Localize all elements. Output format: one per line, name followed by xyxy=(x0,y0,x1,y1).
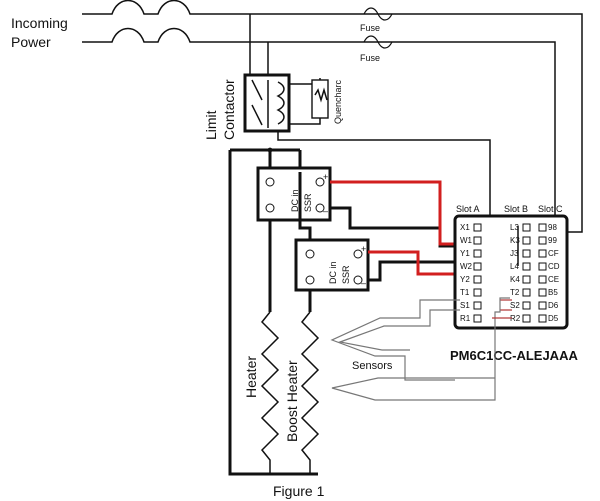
ssr-2-minus: – xyxy=(361,278,366,288)
svg-text:S1: S1 xyxy=(460,301,470,310)
part-number: PM6C1CC-ALEJAAA xyxy=(450,348,578,363)
quencharc-label: Quencharc xyxy=(333,79,343,124)
sensor-wiring xyxy=(330,297,512,401)
ssr-1-ssr-label: SSR xyxy=(303,193,313,212)
ssr-2-dc-label: DC in xyxy=(328,261,338,284)
svg-text:T1: T1 xyxy=(460,288,470,297)
ssr-1-plus: + xyxy=(323,172,328,182)
controller: Slot A Slot B Slot C X1 W1 Y1 W2 Y2 T1 S… xyxy=(453,204,569,330)
svg-text:R1: R1 xyxy=(460,314,471,323)
fuse-bottom: Fuse xyxy=(360,35,393,63)
svg-text:L4: L4 xyxy=(510,262,519,271)
figure-caption: Figure 1 xyxy=(273,483,325,499)
svg-text:K4: K4 xyxy=(510,275,520,284)
svg-text:D6: D6 xyxy=(548,301,559,310)
slot-c-label: Slot C xyxy=(538,204,563,214)
fuse-bottom-label: Fuse xyxy=(360,53,380,63)
fuse-top-label: Fuse xyxy=(360,23,380,33)
incoming-power-lines xyxy=(82,0,583,243)
boost-heater-label: Boost Heater xyxy=(284,360,300,442)
svg-text:K3: K3 xyxy=(510,236,520,245)
svg-text:99: 99 xyxy=(548,236,557,245)
svg-text:S2: S2 xyxy=(510,301,520,310)
slot-b-label: Slot B xyxy=(504,204,528,214)
heater: Heater xyxy=(243,311,280,474)
svg-text:CD: CD xyxy=(548,262,560,271)
incoming-power-label-1: Incoming xyxy=(11,15,68,31)
limit-contactor: Limit Contactor xyxy=(203,73,291,140)
ssr-2: DC in SSR + – xyxy=(294,238,370,292)
svg-text:D5: D5 xyxy=(548,314,559,323)
ssr-1-dc-label: DC in xyxy=(290,189,300,212)
ssr-1: DC in SSR + – xyxy=(256,166,332,222)
heater-label: Heater xyxy=(243,356,259,398)
svg-text:J3: J3 xyxy=(510,249,519,258)
ssr-1-minus: – xyxy=(323,206,328,216)
contactor-label: Contactor xyxy=(221,79,237,140)
svg-text:98: 98 xyxy=(548,223,557,232)
boost-heater: Boost Heater xyxy=(284,311,320,474)
fuse-top: Fuse xyxy=(360,7,393,33)
ssr-2-ssr-label: SSR xyxy=(341,265,351,284)
incoming-power-label-2: Power xyxy=(11,34,51,50)
svg-text:R2: R2 xyxy=(510,314,521,323)
sensors-label: Sensors xyxy=(352,360,393,372)
slot-a-label: Slot A xyxy=(456,204,480,214)
svg-text:Y2: Y2 xyxy=(460,275,470,284)
svg-text:X1: X1 xyxy=(460,223,470,232)
limit-label: Limit xyxy=(203,110,219,140)
svg-text:W1: W1 xyxy=(460,236,473,245)
svg-text:L3: L3 xyxy=(510,223,519,232)
svg-text:T2: T2 xyxy=(510,288,520,297)
quencharc: Quencharc xyxy=(289,78,343,125)
svg-text:Y1: Y1 xyxy=(460,249,470,258)
ssr-2-plus: + xyxy=(361,244,366,254)
svg-text:CF: CF xyxy=(548,249,559,258)
svg-text:W2: W2 xyxy=(460,262,473,271)
svg-text:CE: CE xyxy=(548,275,559,284)
svg-text:B5: B5 xyxy=(548,288,558,297)
